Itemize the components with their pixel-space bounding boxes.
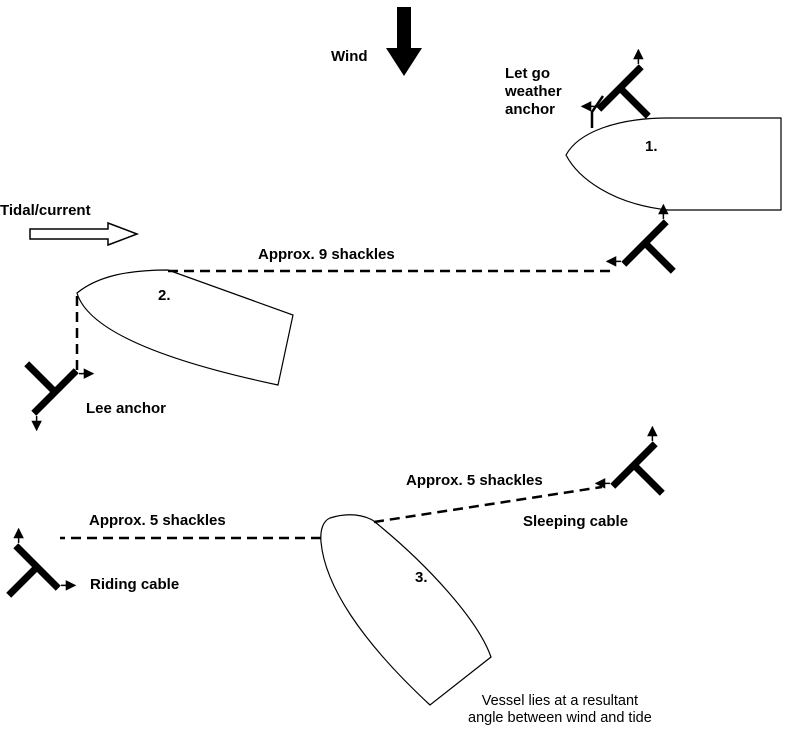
vessel-2-number: 2. bbox=[158, 287, 171, 304]
approx-9-shackles-label: Approx. 9 shackles bbox=[258, 246, 395, 263]
tidal-current-arrow-icon bbox=[29, 221, 140, 247]
sleeping-cable-label: Sleeping cable bbox=[523, 513, 629, 530]
wind-label: Wind bbox=[331, 48, 368, 65]
anchor-icon bbox=[607, 205, 702, 300]
let-go-weather-anchor-label: Let go weather anchor bbox=[505, 65, 562, 118]
vessel-3-number: 3. bbox=[415, 569, 428, 586]
lee-anchor-label: Lee anchor bbox=[86, 400, 167, 417]
approx-5-shackles-left-label: Approx. 5 shackles bbox=[89, 512, 226, 529]
vessel-1-number: 1. bbox=[645, 138, 658, 155]
vessel-2-hull bbox=[76, 269, 294, 386]
vessel-3-hull bbox=[320, 514, 492, 706]
vessel-1-hull bbox=[565, 117, 782, 211]
vessel-1-anchor-cable bbox=[590, 95, 605, 128]
wind-arrow-icon bbox=[386, 7, 422, 76]
approx-5-shackles-right-label: Approx. 5 shackles bbox=[406, 472, 543, 489]
riding-cable-label: Riding cable bbox=[90, 576, 180, 593]
tidal-current-label: Tidal/current bbox=[0, 202, 91, 219]
vessel-note-label: Vessel lies at a resultant angle between… bbox=[468, 693, 652, 727]
vessel-3-sleeping-cable bbox=[373, 485, 603, 524]
anchor-icon bbox=[0, 335, 93, 430]
anchor-icon bbox=[0, 529, 75, 624]
anchor-icon bbox=[596, 427, 691, 522]
